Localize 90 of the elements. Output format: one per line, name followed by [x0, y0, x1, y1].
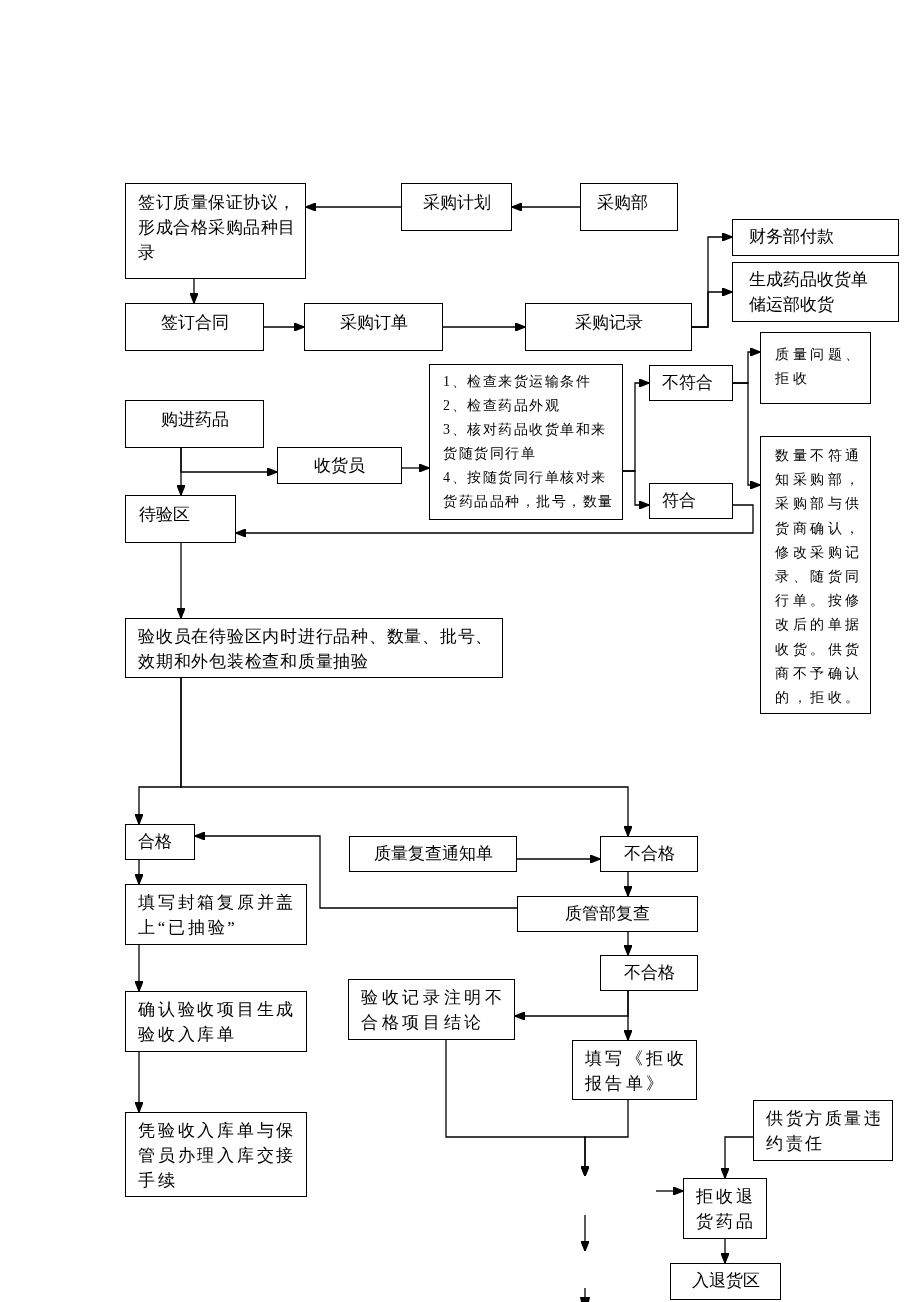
step-text: 采购计划 — [422, 192, 491, 214]
process-box — [125, 1112, 307, 1197]
arrow — [655, 1186, 684, 1196]
arrow — [189, 278, 199, 304]
process-box — [525, 303, 692, 351]
step-text: 凭验收入库单与保管员办理入库交接手续 — [138, 1120, 297, 1192]
process-box — [580, 183, 678, 231]
step-text: 质管部复查 — [565, 903, 650, 925]
note-text: 拒收 — [775, 370, 810, 388]
step-text: 验收员在待验区内时进行品种、数量、批号、效期和外包装检查和质量抽验 — [138, 626, 494, 673]
arrow — [134, 944, 144, 992]
process-box — [125, 495, 236, 543]
arrow — [516, 854, 601, 864]
step-text: 不合格 — [623, 843, 675, 865]
step-text: 生成药品收货单 — [749, 269, 868, 291]
process-box — [572, 1040, 697, 1100]
arrow — [305, 202, 402, 212]
arrow — [623, 990, 633, 1041]
step-text: 供货方质量违约责任 — [766, 1108, 884, 1155]
process-box — [732, 219, 899, 256]
process-box — [600, 955, 698, 991]
checklist-box — [429, 364, 623, 520]
arrow — [623, 931, 633, 956]
process-box — [125, 303, 264, 351]
step-text: 确认验收项目生成验收入库单 — [138, 999, 297, 1046]
step-text: 签订合同 — [160, 312, 229, 334]
process-box — [401, 183, 512, 231]
arrow — [720, 1136, 754, 1179]
process-box — [649, 365, 733, 401]
step-text: 采购订单 — [339, 312, 408, 334]
arrow — [691, 287, 733, 328]
arrow — [134, 1051, 144, 1113]
note-box — [760, 436, 871, 714]
process-box — [517, 896, 698, 932]
process-box — [125, 991, 307, 1052]
process-box — [125, 618, 503, 678]
arrow — [263, 322, 305, 332]
arrow — [732, 382, 761, 490]
step-text: 采购部 — [597, 192, 648, 214]
process-box — [125, 400, 264, 448]
process-box — [125, 884, 307, 945]
step-text: 不合格 — [623, 962, 675, 984]
checklist-item: 4、按随货同行单核对来货药品品种，批号，数量 — [443, 469, 615, 511]
arrow — [511, 202, 581, 212]
step-text: 储运部收货 — [749, 294, 834, 316]
step-text: 收货员 — [314, 455, 365, 477]
arrow — [180, 677, 633, 837]
arrow — [442, 322, 526, 332]
arrow — [580, 1099, 629, 1177]
step-text: 符合 — [662, 490, 696, 512]
step-text: 入退货区 — [691, 1270, 760, 1292]
step-text: 合格 — [138, 831, 172, 853]
step-text: 拒收退货药品 — [696, 1186, 757, 1233]
checklist-item: 3、核对药品收货单和来货随货同行单 — [443, 421, 608, 463]
process-box — [649, 483, 733, 519]
step-text: 采购记录 — [574, 312, 643, 334]
arrow — [235, 504, 754, 538]
step-text: 填写《拒收报告单》 — [585, 1048, 688, 1095]
step-text: 验收记录注明不合格项目结论 — [361, 987, 507, 1034]
arrow — [623, 871, 633, 897]
process-box — [732, 262, 899, 322]
process-box — [277, 447, 402, 484]
arrow — [176, 542, 186, 619]
process-box — [670, 1263, 781, 1300]
arrow — [194, 831, 518, 909]
step-text: 质量复查通知单 — [373, 843, 493, 865]
step-text: 不符合 — [662, 372, 713, 394]
process-box — [683, 1178, 767, 1239]
arrow — [180, 447, 278, 477]
checklist-item: 1、检查来货运输条件 — [443, 373, 591, 391]
arrow — [401, 463, 430, 473]
note-box — [760, 332, 871, 404]
arrow — [134, 859, 144, 885]
process-box — [349, 836, 517, 872]
step-text: 签订质量保证协议，形成合格采购品种目录 — [138, 192, 297, 264]
note-text: 数量不符通知采购部，采购部与供货商确认，修改采购记录、随货同行单。按修改后的单据收货。供货商不予确认的，拒收。 — [775, 447, 864, 708]
process-box — [753, 1100, 893, 1161]
process-box — [348, 979, 515, 1040]
process-box — [125, 183, 306, 279]
arrow — [622, 470, 650, 510]
process-box — [304, 303, 443, 351]
checklist-item: 2、检查药品外观 — [443, 397, 560, 415]
step-text: 待验区 — [139, 504, 190, 526]
process-box — [600, 836, 698, 872]
note-text: 质量问题、 — [775, 346, 863, 364]
process-box — [125, 824, 195, 860]
step-text: 财务部付款 — [749, 226, 834, 248]
step-text: 购进药品 — [160, 409, 229, 431]
step-text: 填写封箱复原并盖上“已抽验” — [138, 892, 297, 939]
arrow — [720, 1238, 730, 1264]
